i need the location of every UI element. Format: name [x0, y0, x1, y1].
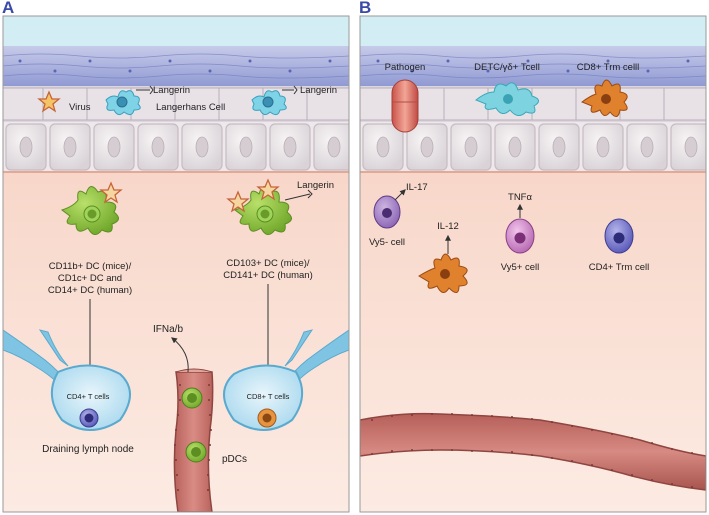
il17-label: IL-17: [406, 182, 428, 193]
panel-a-letter: A: [2, 0, 15, 17]
virus-icon: [256, 178, 280, 201]
pdc-cell-icon: [185, 441, 207, 463]
pathogen-icon: [391, 79, 419, 133]
langerhans-cell-label: Langerhans Cell: [156, 102, 225, 113]
dendritic-cell-icon: [60, 186, 119, 235]
virus-icon: [99, 181, 123, 204]
panel-b-letter: B: [359, 0, 372, 17]
vy5-positive-cell-icon: [505, 218, 535, 254]
cd103-dc-label: CD103+ DC (mice)/: [226, 258, 310, 269]
pathogen-label: Pathogen: [385, 62, 426, 73]
cd4-tcells-label: CD4+ T cells: [67, 392, 110, 401]
cd4-trm-cell-icon: [604, 218, 634, 254]
tnf-label: TNFα: [508, 192, 532, 203]
draining-lymph-node-label: Draining lymph node: [42, 444, 134, 455]
dendritic-cell-icon: [233, 186, 292, 235]
cd103-dc-label: CD141+ DC (human): [223, 270, 313, 281]
vy5-positive-label: Vy5+ cell: [501, 262, 539, 273]
vy5-negative-cell-icon: [373, 195, 401, 229]
panel-b: Pathogen DETC/γδ+ Tcell CD8+ Trm celll I…: [360, 16, 706, 512]
langerin-label: Langerin: [153, 85, 190, 96]
cd8-t-cell-icon: [257, 408, 277, 428]
detc-label: DETC/γδ+ Tcell: [474, 62, 540, 73]
cd4-trm-label: CD4+ Trm cell: [589, 262, 649, 273]
detc-cell-icon: [475, 82, 539, 116]
virus-icon: [37, 90, 61, 113]
lymph-vessel-left: [3, 329, 131, 431]
cd4-t-cell-icon: [79, 408, 99, 428]
cd8-tcells-label: CD8+ T cells: [247, 392, 290, 401]
il12-label: IL-12: [437, 221, 459, 232]
virus-icon: [226, 190, 250, 213]
cd11b-dc-label: CD1c+ DC and: [58, 273, 122, 284]
ifn-label: IFNa/b: [153, 324, 183, 335]
langerin-label: Langerin: [297, 180, 334, 191]
vy5-negative-label: Vy5- cell: [369, 237, 405, 248]
langerin-label: Langerin: [300, 85, 337, 96]
langerhans-cell-icon: [251, 85, 298, 116]
cd8-trm-label: CD8+ Trm celll: [577, 62, 640, 73]
cd11b-dc-label: CD14+ DC (human): [48, 285, 132, 296]
virus-label: Virus: [69, 102, 91, 113]
lymph-vessel-right: [223, 329, 349, 431]
cd11b-dc-label: CD11b+ DC (mice)/: [49, 261, 132, 272]
pdc-cell-icon: [181, 387, 203, 409]
il12-dendritic-cell-icon: [418, 253, 468, 293]
blood-vessel-horizontal: [360, 412, 706, 491]
cd8-trm-cell-icon: [580, 79, 628, 117]
panel-a: Langerin Virus Langerhans Cell Langerin …: [3, 16, 349, 512]
pdcs-label: pDCs: [222, 454, 247, 465]
langerhans-cell-icon: [105, 85, 154, 116]
